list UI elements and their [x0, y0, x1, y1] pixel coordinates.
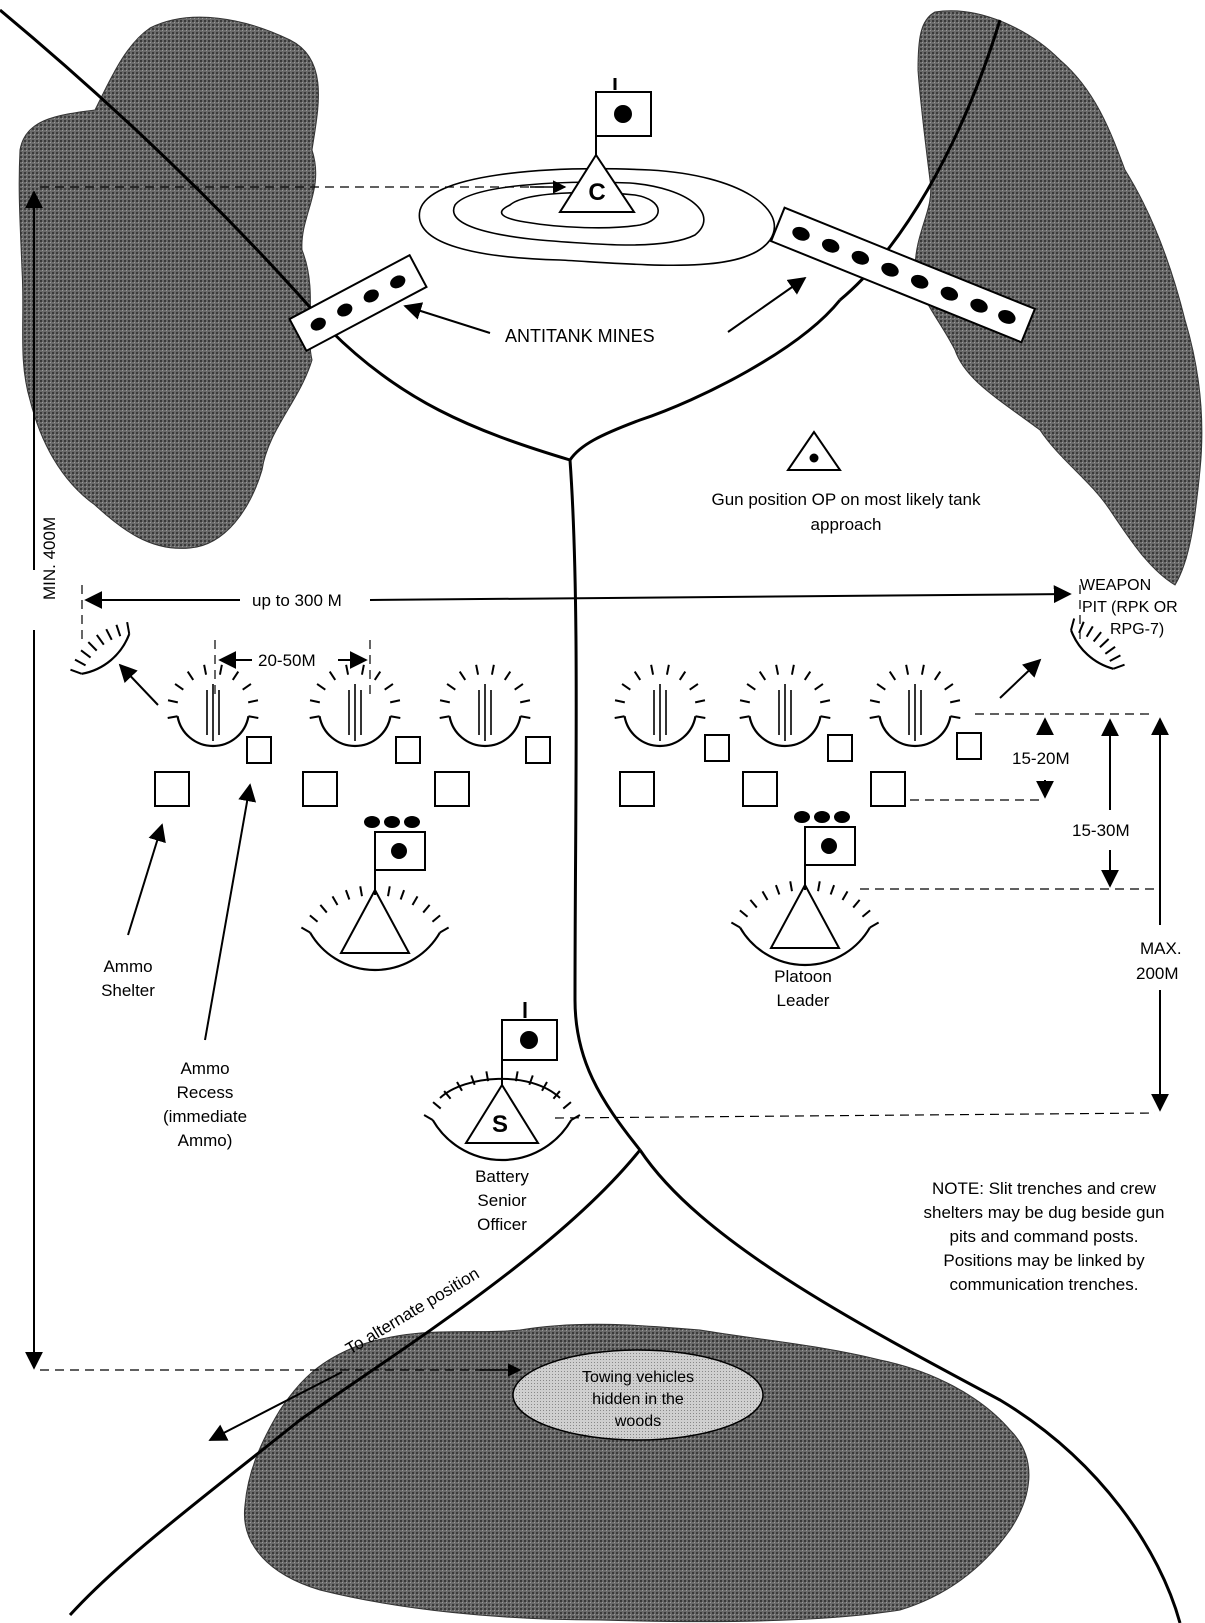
towing-label-line3: woods [614, 1413, 661, 1430]
battery-officer-label-line3: Officer [477, 1215, 527, 1234]
ammo-recess-label-line3: (immediate [163, 1107, 247, 1126]
ammo-recess-label-line1: Ammo [180, 1059, 229, 1078]
up-to-300-label: up to 300 M [252, 591, 342, 610]
up-to-300-arrow-right [369, 585, 1072, 604]
weapon-pits [70, 618, 1125, 748]
ammo-recess-box [246, 736, 272, 764]
track-lines [0, 8, 1182, 1623]
weapon-pit-label-line1: WEAPON [1080, 577, 1151, 594]
woods-left [18, 16, 319, 549]
alternate-position-arrow [208, 1371, 343, 1441]
battery-officer-label-line1: Battery [475, 1167, 529, 1186]
towing-label-line2: hidden in the [592, 1391, 684, 1408]
ammo-recess-label-line4: Ammo) [178, 1131, 233, 1150]
towing-label-line1: Towing vehicles [582, 1369, 694, 1386]
platoon-arc [730, 880, 880, 967]
ammo-recess-box [704, 734, 730, 762]
senior-officer-arc [423, 1070, 581, 1162]
gun-pit [309, 664, 401, 748]
ammo-shelter-box [154, 771, 190, 807]
gun-pit [439, 664, 531, 748]
gun-pit [869, 664, 961, 748]
weapon-pit-left [70, 621, 131, 675]
gun-op-label-line1: Gun position OP on most likely tank [712, 490, 981, 509]
weapon-pit-arrow-left [118, 663, 159, 706]
ammo-shelter-box [434, 771, 470, 807]
dist-15-20-label: 15-20M [1012, 749, 1070, 768]
weapon-pit-arrow-right [999, 658, 1042, 699]
gun-position-op [786, 430, 842, 471]
senior-officer-arc-ticks [423, 1070, 581, 1162]
battery-senior-officer-post: S [439, 1002, 561, 1144]
ammo-recess-box [827, 734, 853, 762]
note-block: NOTE: Slit trenches and crew shelters ma… [924, 1179, 1165, 1294]
note-line5: communication trenches. [950, 1275, 1139, 1294]
note-line3: pits and command posts. [950, 1227, 1139, 1246]
max-200-label-line1: MAX. [1140, 939, 1182, 958]
platoon-leader-post [730, 811, 880, 967]
ammo-shelter-label-line1: Ammo [103, 957, 152, 976]
weapon-pit-label-line2: PIT (RPK OR [1082, 599, 1178, 616]
senior-officer-line-dash [554, 1112, 1156, 1119]
max-200-label-line2: 200M [1136, 964, 1179, 983]
ammo-recess-box [525, 736, 551, 764]
command-post-letter: C [588, 179, 605, 206]
woods-bottom [243, 1323, 1030, 1623]
ammo-recess-label-line2: Recess [177, 1083, 234, 1102]
weapon-pit-label-line3: RPG-7) [1110, 621, 1164, 638]
battery-officer-label-line2: Senior [477, 1191, 526, 1210]
note-line1: NOTE: Slit trenches and crew [932, 1179, 1157, 1198]
min-400-label: MIN. 400M [40, 517, 59, 600]
antitank-mines-left [288, 253, 428, 353]
antitank-mines-label: ANTITANK MINES [505, 326, 655, 346]
ammo-shelter-box [302, 771, 338, 807]
platoon-arc [300, 885, 450, 972]
ammo-shelter-box [742, 771, 778, 807]
ammo-recess-box [395, 736, 421, 764]
mines-arrow-left [403, 302, 491, 334]
ammo-shelter-arrow [127, 823, 166, 936]
mines-arrow-right [727, 276, 807, 333]
ammo-recess-arrow [204, 783, 257, 1041]
ammo-shelter-label-line2: Shelter [101, 981, 155, 1000]
senior-officer-letter: S [492, 1111, 508, 1138]
gun-pit [614, 664, 706, 748]
ammo-recess-box [956, 732, 982, 760]
antitank-mines-right [769, 206, 1037, 344]
note-line2: shelters may be dug beside gun [924, 1203, 1165, 1222]
platoon-leader-post [300, 816, 450, 972]
gun-pit [167, 664, 259, 748]
gun-pit [739, 664, 831, 748]
ammo-boxes [154, 732, 982, 807]
platoon-leader-label-line2: Leader [777, 991, 830, 1010]
ammo-shelter-box [870, 771, 906, 807]
ammo-shelter-box [619, 771, 655, 807]
note-line4: Positions may be linked by [943, 1251, 1145, 1270]
platoon-leader-posts [300, 811, 880, 972]
woods-right [914, 10, 1203, 586]
platoon-leader-label-line1: Platoon [774, 967, 832, 986]
towing-vehicles-area [512, 1349, 764, 1441]
gun-op-label-line2: approach [811, 515, 882, 534]
command-post: C [558, 78, 652, 213]
spacing-20-50-label: 20-50M [258, 651, 316, 670]
dist-15-30-label: 15-30M [1072, 821, 1130, 840]
weapon-pit-right [1070, 618, 1125, 670]
